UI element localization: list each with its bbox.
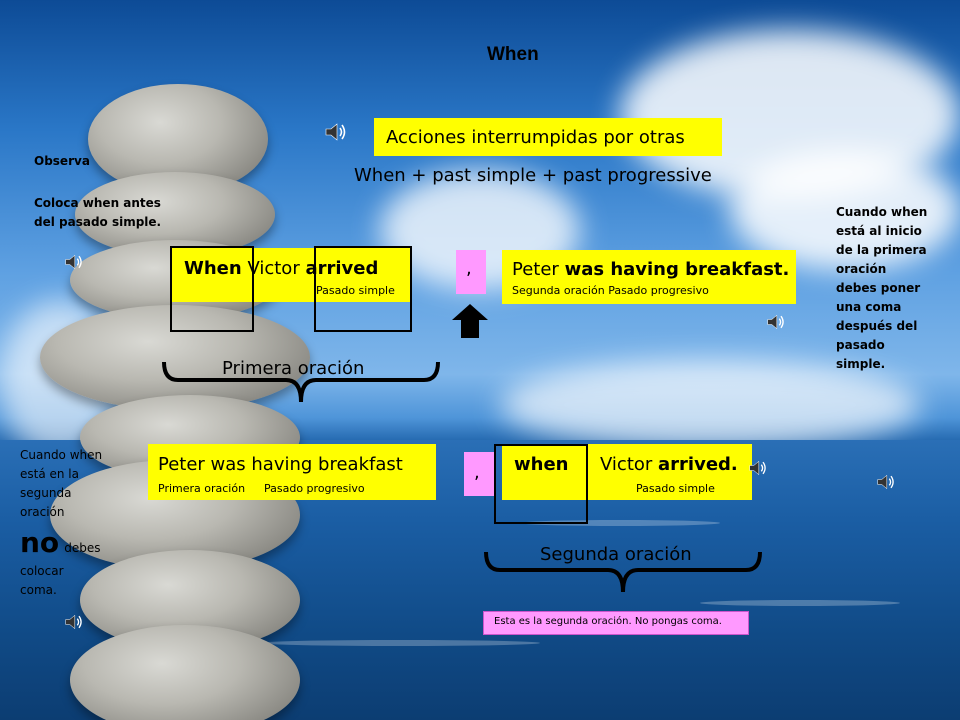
example1-main-verb: was having breakfast. [564, 259, 790, 280]
example2-note: Esta es la segunda oración. No pongas co… [494, 616, 722, 627]
wave [700, 600, 900, 606]
example1-bracket-label: Primera oración [222, 358, 365, 379]
heading: Acciones interrumpidas por otras [386, 127, 685, 148]
example2-when-clause-box [502, 444, 752, 500]
speaker-icon[interactable] [64, 252, 84, 272]
example2-note-box [484, 612, 748, 634]
wave [520, 520, 720, 526]
bottom-left-note-line1: Cuando when está en la segunda oración [20, 448, 103, 519]
example2-main-clause-box [148, 444, 436, 500]
example1-main-caption: Segunda oración Pasado progresivo [512, 284, 709, 297]
formula: When + past simple + past progressive [354, 165, 712, 186]
heading-box [374, 118, 722, 156]
example2-tense: Pasado simple [636, 482, 715, 495]
cloud [500, 360, 920, 450]
example1-main-clause: Peter was having breakfast. [512, 259, 789, 280]
speaker-icon[interactable] [324, 120, 348, 144]
example2-comma-box [464, 452, 494, 496]
example1-comma: , [466, 258, 472, 279]
bottom-left-note-line2: no debes [20, 526, 120, 559]
example2-subject-verb: Victor arrived. [600, 454, 738, 475]
example2-subject: Victor [600, 454, 653, 475]
example1-verb-outline [314, 246, 412, 332]
bottom-left-note-line3: colocar coma. [20, 564, 64, 597]
stone [70, 625, 300, 720]
left-note-instruction: Coloca when antes del pasado simple. [34, 196, 162, 229]
left-note-observa: Observa [34, 154, 90, 168]
example1-main-subject: Peter [512, 259, 559, 280]
stone [40, 305, 310, 410]
example2-when-outline [494, 444, 588, 524]
example1-verb: arrived [305, 258, 379, 279]
example1-subject: Victor [247, 258, 300, 279]
example2-comma: , [474, 462, 480, 483]
example2-bracket-label: Segunda oración [540, 544, 692, 565]
example1-bracket [162, 361, 440, 403]
example2-main-clause: Peter was having breakfast [158, 454, 403, 475]
example1-when-clause: When Victor arrived [184, 258, 378, 279]
example1-when-outline [170, 246, 254, 332]
up-arrow-icon [452, 304, 488, 338]
example2-when: when [514, 454, 568, 475]
speaker-icon[interactable] [876, 472, 896, 492]
example1-tense: Pasado simple [316, 284, 395, 297]
bottom-left-note-no: no [20, 526, 60, 559]
example2-caption-b: Pasado progresivo [264, 482, 365, 495]
example1-when-clause-box [172, 248, 410, 302]
wave [260, 640, 540, 646]
example1-comma-box [456, 250, 486, 294]
speaker-icon[interactable] [748, 458, 768, 478]
speaker-icon[interactable] [64, 612, 84, 632]
right-note: Cuando when está al inicio de la primera… [836, 205, 928, 371]
example2-when-word: when [514, 454, 569, 475]
example1-when: When [184, 258, 242, 279]
bottom-left-note-debes: debes [64, 541, 101, 555]
example1-main-clause-box [502, 250, 796, 304]
example2-verb: arrived. [658, 454, 738, 475]
speaker-icon[interactable] [766, 312, 786, 332]
slide-title: When [487, 44, 539, 65]
example2-bracket [484, 551, 762, 593]
example2-caption-a: Primera oración [158, 482, 246, 495]
